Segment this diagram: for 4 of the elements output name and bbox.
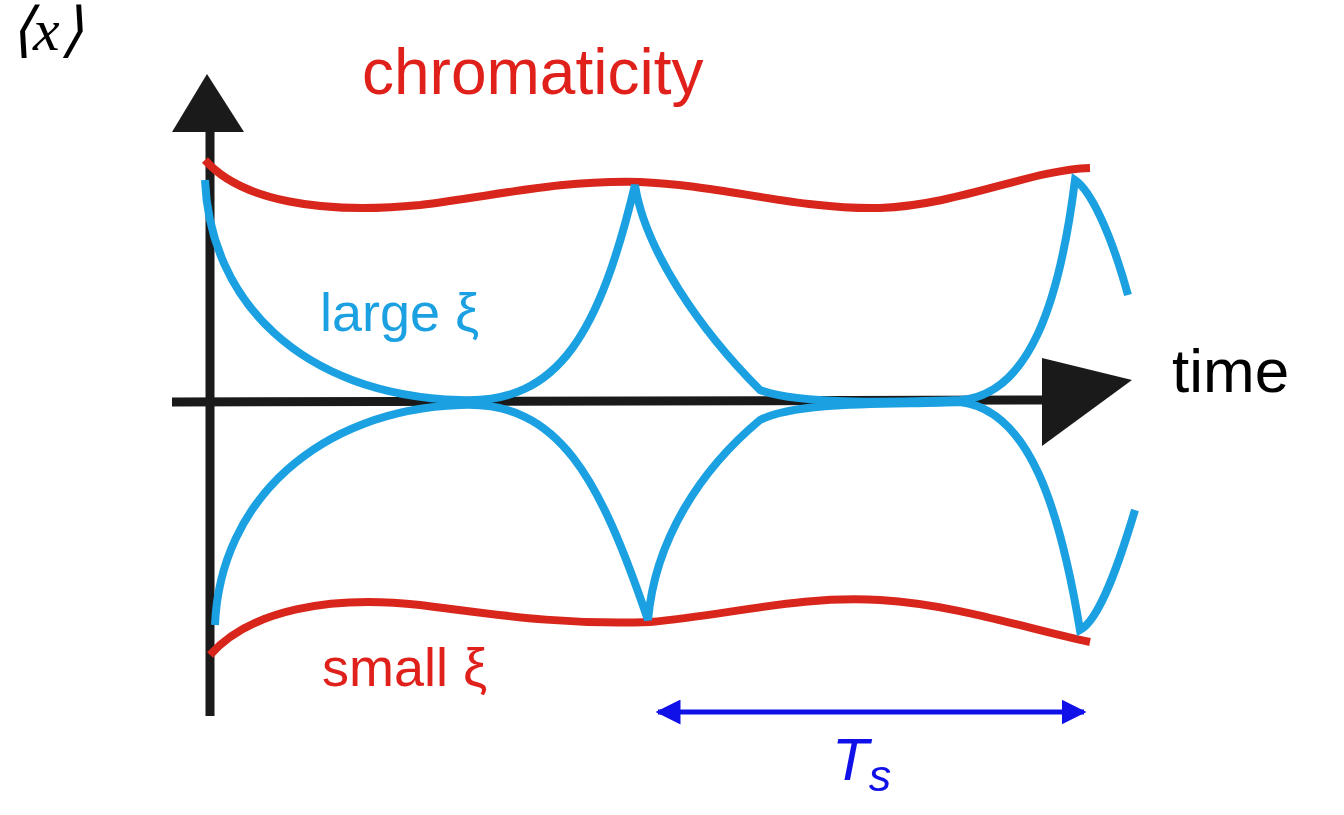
y-axis-label: ⟨x⟩ [10, 0, 83, 60]
small-xi-label: small ξ [322, 640, 488, 694]
period-label: T$_{s}$ [832, 730, 892, 790]
x-axis-label: time [1172, 340, 1290, 402]
